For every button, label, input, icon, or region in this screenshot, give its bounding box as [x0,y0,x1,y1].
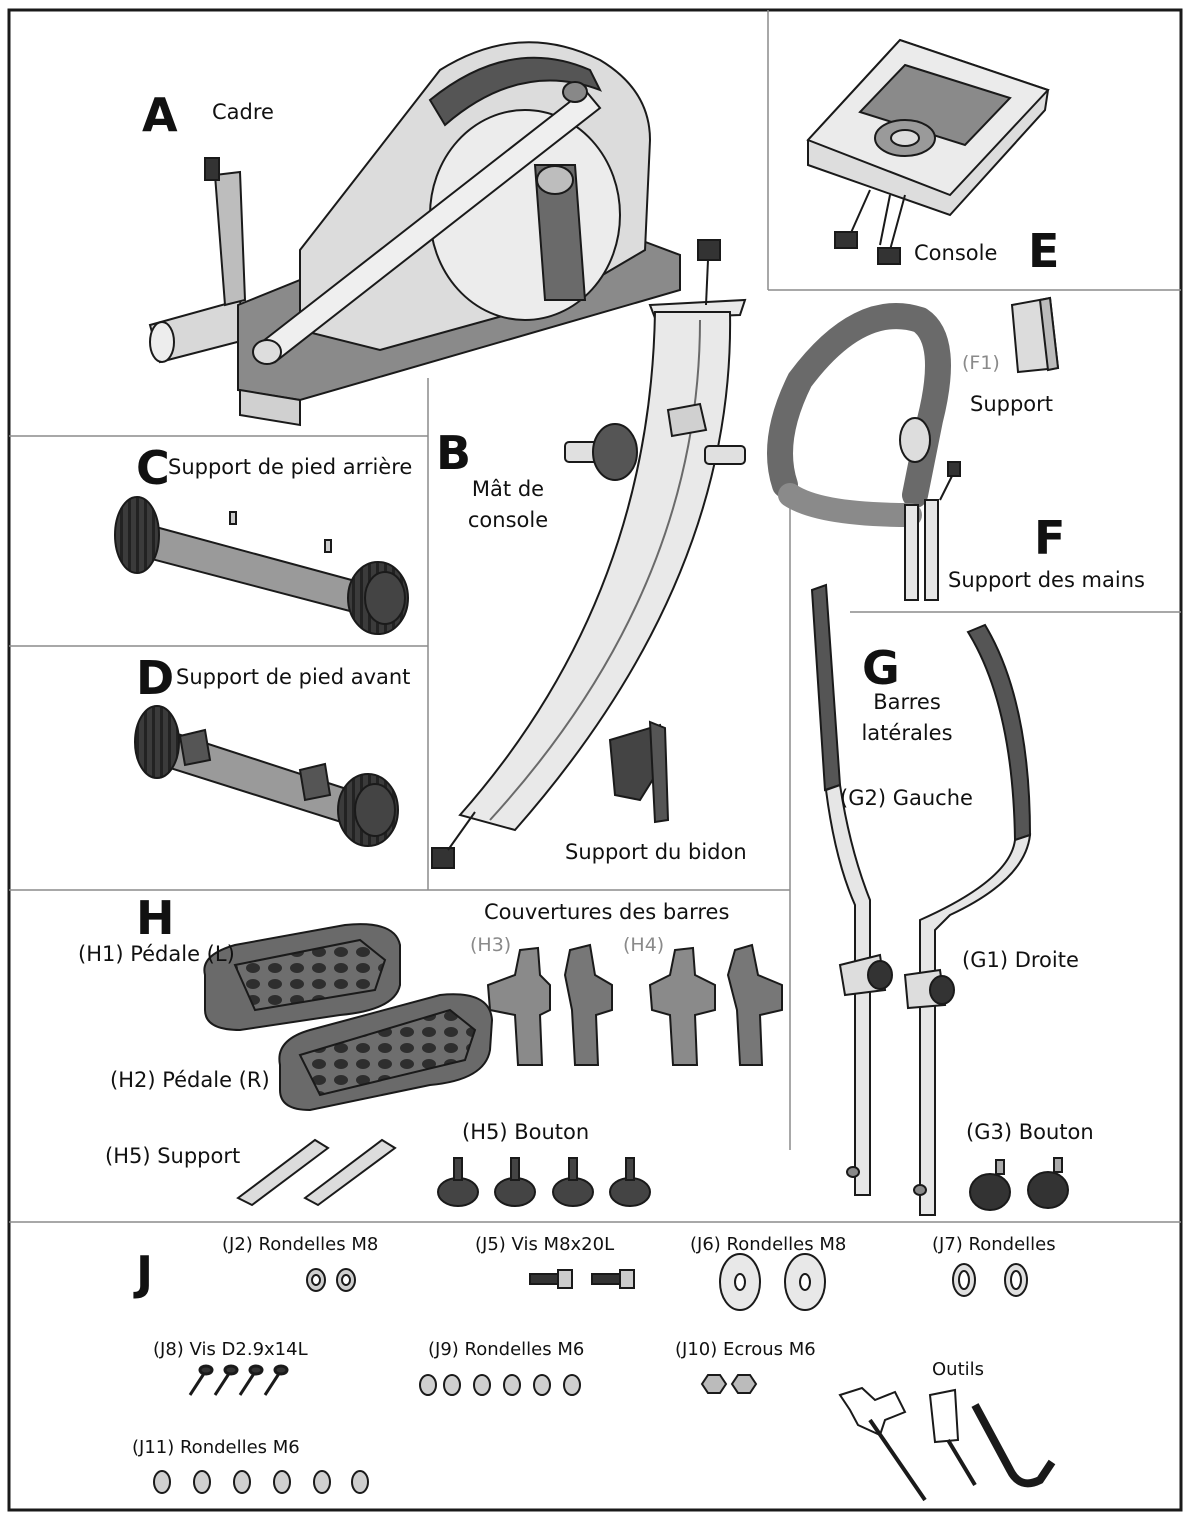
screws-j8-drawing [188,1364,289,1396]
nuts-j10-drawing [700,1374,758,1394]
section-letter-e: E [1028,224,1060,278]
label-j9: (J9) Rondelles M6 [428,1339,585,1360]
label-g3-knob: (G3) Bouton [966,1120,1094,1144]
knob-g3-drawing [969,1157,1069,1211]
label-j8: (J8) Vis D2.9x14L [153,1339,308,1360]
section-letter-f: F [1034,511,1066,565]
label-bottle-holder: Support du bidon [565,840,747,864]
console-mast-drawing [431,239,747,869]
washers-j9-drawing [419,1374,581,1396]
side-bar-right-drawing [903,623,1032,1216]
code-f1: (F1) [962,352,1000,374]
knob-h5-drawing [437,1157,651,1207]
bracket-f1-drawing [1010,296,1060,374]
pedal-l-drawing [203,923,401,1032]
label-side-bars-2: latérales [861,721,953,745]
label-g2-left: (G2) Gauche [840,786,973,810]
label-handlebar: Support des mains [948,568,1145,592]
section-letter-j: J [136,1246,154,1300]
section-letter-c: C [136,441,170,495]
code-h4: (H4) [623,934,665,956]
label-frame: Cadre [212,100,274,124]
label-rear-foot: Support de pied arrière [168,455,413,479]
label-front-foot: Support de pied avant [176,665,411,689]
label-console-mast-1: Mât de [471,477,545,501]
support-h5-drawing [236,1138,397,1207]
label-g1-right: (G1) Droite [962,948,1079,972]
label-j5: (J5) Vis M8x20L [475,1234,615,1255]
washers-j11-drawing [153,1470,369,1494]
washers-j7-drawing [952,1263,1028,1297]
label-h2-pedal-r: (H2) Pédale (R) [110,1068,270,1092]
section-letter-b: B [436,426,472,480]
label-console: Console [914,241,998,265]
section-letter-h: H [136,891,175,945]
label-side-bars-1: Barres [873,690,941,714]
label-j10: (J10) Ecrous M6 [675,1339,816,1360]
frame-drawing [148,41,681,427]
label-j6: (J6) Rondelles M8 [690,1234,847,1255]
code-h3: (H3) [470,934,512,956]
section-letter-g: G [862,641,900,695]
cover-h3-drawing [486,943,613,1066]
console-drawing [806,38,1050,265]
label-bar-covers: Couvertures des barres [484,900,730,924]
rear-foot-drawing [114,496,409,635]
washers-j6-drawing [719,1253,826,1311]
pedal-r-drawing [278,993,494,1112]
screws-j5-drawing [529,1269,635,1289]
label-tools: Outils [932,1359,985,1380]
handlebar-drawing [767,303,961,601]
label-j7: (J7) Rondelles [932,1234,1056,1255]
label-h1-pedal-l: (H1) Pédale (L) [78,942,235,966]
washers-j2-drawing [306,1268,356,1292]
label-h5-knob: (H5) Bouton [462,1120,590,1144]
section-letter-a: A [142,88,178,142]
label-h5-support: (H5) Support [105,1144,241,1168]
label-console-mast-2: console [467,508,549,532]
front-foot-drawing [134,705,399,847]
outer-frame [7,8,1183,1512]
label-j2: (J2) Rondelles M8 [222,1234,379,1255]
label-support-f1: Support [970,392,1054,416]
side-bar-left-drawing [810,583,893,1196]
section-dividers [9,10,1181,1223]
tools-drawing [838,1386,1056,1502]
bottle-holder-drawing [608,720,670,824]
cover-h4-drawing [648,943,783,1066]
label-j11: (J11) Rondelles M6 [132,1437,300,1458]
section-letter-d: D [136,651,175,705]
